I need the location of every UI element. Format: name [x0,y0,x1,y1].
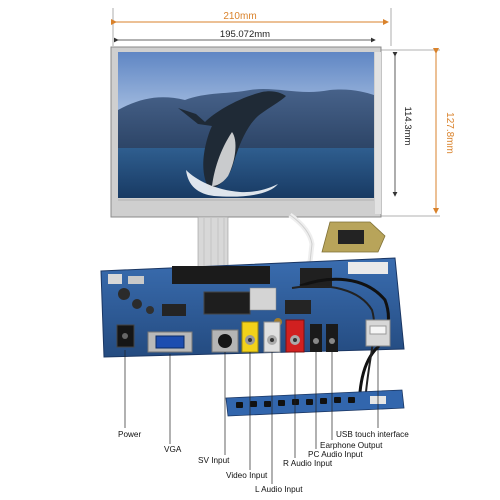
leader-lines [124,346,379,484]
earphone-output-label: Earphone Output [320,441,383,450]
vga-label: VGA [164,445,182,454]
dimension-inner-height: 114.3mm [392,52,413,197]
usb-port [365,319,391,347]
earphone-output-port [326,324,338,352]
video-input-label: Video Input [226,471,268,480]
video-input-port [241,321,259,353]
vga-port [147,331,193,353]
sv-input-port [211,329,239,353]
usb-touch-interface-label: USB touch interface [336,430,409,439]
driver-board [100,257,405,393]
lcd-screen-image [118,52,374,198]
dimension-outer-width: 210mm [111,8,392,46]
key-board [225,389,405,417]
inner-width-label: 195.072mm [220,29,270,40]
power-jack [116,324,135,348]
whale-image [178,91,286,197]
outer-width-label: 210mm [223,11,256,22]
l-audio-input-port [263,321,281,353]
l-audio-input-label: L Audio Input [255,485,303,494]
sv-input-label: SV Input [198,456,230,465]
inner-height-label: 114.3mm [402,107,413,146]
dimension-outer-height: 127.8mm [380,48,455,217]
lcd-panel [110,46,382,218]
outer-height-label: 127.8mm [444,112,455,154]
r-audio-input-label: R Audio Input [283,459,333,468]
lcd-ribbon-cable [197,216,229,268]
dimension-inner-width: 195.072mm [114,29,376,43]
power-label: Power [118,430,141,439]
pc-audio-input-port [310,324,322,352]
r-audio-input-port [285,319,305,353]
pc-audio-input-label: PC Audio Input [308,450,363,459]
